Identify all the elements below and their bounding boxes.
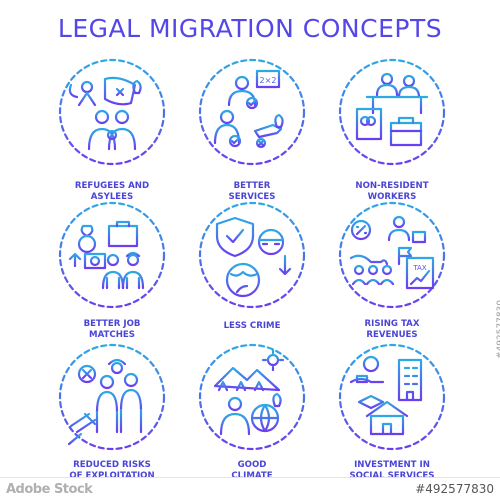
concept-label-refugees: REFUGEES AND ASYLEES <box>74 181 150 202</box>
concept-label-investment: INVESTMENT IN SOCIAL SERVICES <box>349 460 435 481</box>
concept-label-less-crime: LESS CRIME <box>223 321 281 331</box>
climate-icon <box>197 342 307 452</box>
concept-label-climate: GOOD CLIMATE <box>231 460 273 481</box>
tax-form-text: TAX <box>412 264 427 272</box>
job-matches-icon <box>57 200 167 310</box>
stock-footer: Adobe Stock #492577830 <box>0 477 500 500</box>
stock-badge: Adobe Stock <box>6 482 93 497</box>
workers-icon <box>337 57 447 167</box>
investment-icon <box>337 342 447 452</box>
less-crime-icon <box>197 200 307 310</box>
tax-revenues-icon: TAX <box>337 200 447 310</box>
services-icon: 2×2 <box>197 57 307 167</box>
math-board-text: 2×2 <box>260 76 277 85</box>
concept-label-services: BETTER SERVICES <box>228 181 276 202</box>
refugees-icon <box>57 57 167 167</box>
concept-label-tax-revenues: RISING TAX REVENUES <box>364 319 420 340</box>
stock-id: #492577830 <box>415 482 494 496</box>
vertical-stock-id: #492577830 <box>496 300 500 360</box>
concept-label-job-matches: BETTER JOB MATCHES <box>83 319 141 340</box>
page-title: LEGAL MIGRATION CONCEPTS <box>57 14 443 43</box>
concept-label-workers: NON-RESIDENT WORKERS <box>355 181 429 202</box>
concept-label-exploitation: REDUCED RISKS OF EXPLOITATION <box>69 460 155 481</box>
exploitation-icon <box>57 342 167 452</box>
